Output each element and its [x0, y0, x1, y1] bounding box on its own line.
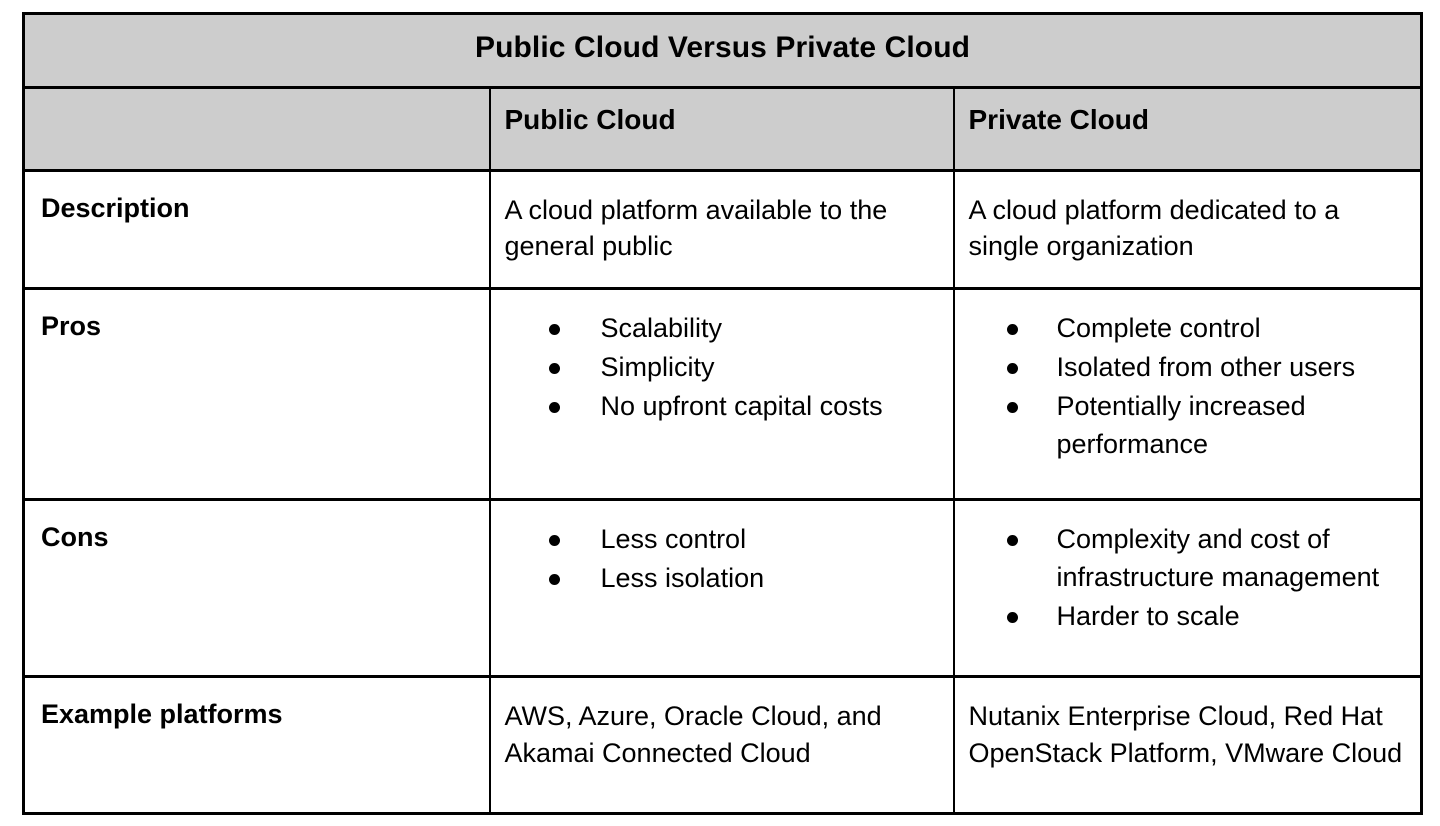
bullet-dot-icon	[548, 402, 560, 414]
table-header-row: Public Cloud Private Cloud	[23, 87, 1422, 172]
bullet-list-cons-private: Complexity and cost of infrastructure ma…	[955, 501, 1421, 658]
list-item: Isolated from other users	[955, 349, 1407, 387]
header-cell-blank	[23, 87, 490, 172]
page-title: Public Cloud Versus Private Cloud	[474, 31, 971, 64]
list-item-label: Complete control	[1056, 313, 1261, 344]
bullet-list-cons-public: Less control Less isolation	[491, 501, 953, 621]
list-item: Potentially increased performance	[955, 388, 1407, 464]
bullet-dot-icon	[548, 574, 560, 586]
bullet-list-pros-public: Scalability Simplicity No upfront capita…	[491, 290, 953, 448]
cell-example-platforms-private: Nutanix Enterprise Cloud, Red Hat OpenSt…	[952, 676, 1422, 814]
bullet-dot-icon	[1006, 535, 1018, 547]
list-item-label: Simplicity	[600, 352, 715, 383]
list-item-label: Harder to scale	[1056, 601, 1240, 632]
table-row-cons: Cons Less control Less isolation	[23, 499, 1422, 679]
row-label-cell-cons: Cons	[23, 499, 490, 679]
list-item: Less control	[491, 521, 939, 559]
row-label-pros: Pros	[41, 311, 102, 342]
row-label-cell-pros: Pros	[23, 288, 490, 502]
cell-pros-public: Scalability Simplicity No upfront capita…	[488, 288, 954, 502]
cell-text-example-platforms-private: Nutanix Enterprise Cloud, Red Hat OpenSt…	[968, 701, 1403, 769]
list-item-label: Scalability	[600, 313, 723, 344]
table-row-pros: Pros Scalability Simplicity	[23, 288, 1422, 502]
cell-cons-private: Complexity and cost of infrastructure ma…	[952, 499, 1422, 679]
cell-text-description-private: A cloud platform dedicated to a single o…	[968, 194, 1340, 262]
bullet-dot-icon	[1006, 402, 1018, 414]
bullet-dot-icon	[548, 535, 560, 547]
row-label-cell-example-platforms: Example platforms	[23, 676, 490, 814]
list-item-label: Potentially increased performance	[1056, 391, 1306, 459]
row-label-cell-description: Description	[23, 170, 490, 291]
table-title-cell: Public Cloud Versus Private Cloud	[23, 13, 1422, 89]
row-label-example-platforms: Example platforms	[41, 699, 283, 730]
table-row-example-platforms: Example platforms AWS, Azure, Oracle Clo…	[23, 676, 1422, 814]
cell-description-public: A cloud platform available to the genera…	[488, 170, 954, 291]
list-item-label: Less isolation	[600, 563, 765, 594]
cell-description-private: A cloud platform dedicated to a single o…	[952, 170, 1422, 291]
table-row-description: Description A cloud platform available t…	[23, 170, 1422, 291]
list-item-label: Isolated from other users	[1056, 352, 1356, 383]
list-item-label: No upfront capital costs	[600, 391, 883, 422]
comparison-table: Public Cloud Versus Private Cloud Public…	[22, 12, 1424, 816]
cell-text-example-platforms-public: AWS, Azure, Oracle Cloud, and Akamai Con…	[504, 701, 882, 769]
list-item: Scalability	[491, 310, 939, 348]
list-item-label: Less control	[600, 524, 747, 555]
header-label-public-cloud: Public Cloud	[504, 103, 676, 135]
header-cell-public-cloud: Public Cloud	[488, 87, 954, 172]
cell-cons-public: Less control Less isolation	[488, 499, 954, 679]
list-item: No upfront capital costs	[491, 388, 939, 426]
header-label-private-cloud: Private Cloud	[968, 103, 1149, 135]
bullet-dot-icon	[1006, 363, 1018, 375]
bullet-dot-icon	[1006, 324, 1018, 336]
list-item: Complexity and cost of infrastructure ma…	[955, 521, 1407, 597]
bullet-dot-icon	[1006, 612, 1018, 624]
list-item: Complete control	[955, 310, 1407, 348]
table-title-row: Public Cloud Versus Private Cloud	[23, 13, 1422, 89]
cell-pros-private: Complete control Isolated from other use…	[952, 288, 1422, 502]
bullet-dot-icon	[548, 363, 560, 375]
list-item: Less isolation	[491, 560, 939, 598]
bullet-list-pros-private: Complete control Isolated from other use…	[955, 290, 1421, 486]
cell-text-description-public: A cloud platform available to the genera…	[504, 194, 888, 262]
list-item: Simplicity	[491, 349, 939, 387]
cell-example-platforms-public: AWS, Azure, Oracle Cloud, and Akamai Con…	[488, 676, 954, 814]
header-cell-private-cloud: Private Cloud	[952, 87, 1422, 172]
bullet-dot-icon	[548, 324, 560, 336]
list-item: Harder to scale	[955, 598, 1407, 636]
list-item-label: Complexity and cost of infrastructure ma…	[1056, 524, 1380, 593]
row-label-cons: Cons	[41, 522, 109, 553]
row-label-description: Description	[41, 192, 190, 223]
header-label-blank	[25, 103, 489, 136]
